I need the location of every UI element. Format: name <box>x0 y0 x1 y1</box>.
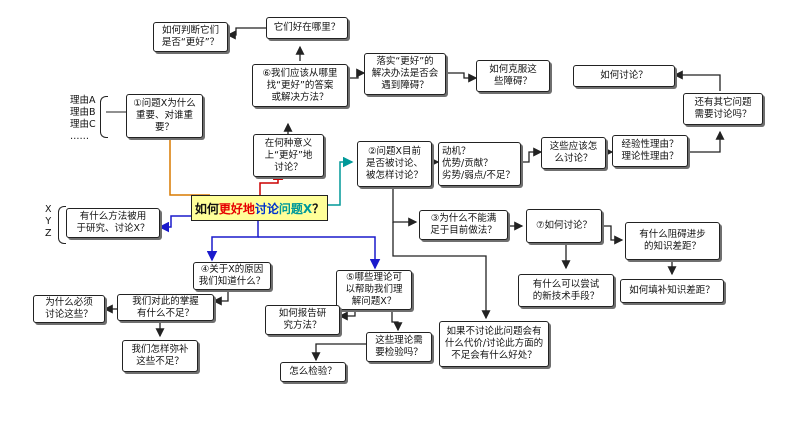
node-q7[interactable]: ⑦如何讨论？ <box>526 209 602 243</box>
link-q5-test <box>391 310 403 332</box>
node-where-better[interactable]: 它们好在哪里？ <box>266 17 348 39</box>
node-overcome[interactable]: 如何克服这 些障碍？ <box>476 60 550 92</box>
link-q2-cost <box>392 222 491 320</box>
node-q1[interactable]: ①问题X为什么 重要、对谁重 要？ <box>126 94 203 138</box>
node-how-discuss-top[interactable]: 如何讨论？ <box>573 65 675 87</box>
link-center-q2 <box>328 156 354 206</box>
link-other-howdiscuss <box>673 70 721 91</box>
central-question[interactable]: 如何更好地讨论问题X？ <box>191 195 328 221</box>
link-q7-obstacles <box>602 225 624 245</box>
node-fill-gap[interactable]: 如何填补知识差距？ <box>620 279 724 303</box>
node-meaning[interactable]: 在何种意义 上“更好”地 讨论？ <box>253 134 324 177</box>
node-implement[interactable]: 落实“更好”的 解决办法是否会 遇到障碍？ <box>364 53 446 95</box>
node-q3[interactable]: ③为什么不能满 足于目前做法？ <box>419 210 508 240</box>
center-part-3: 讨论 <box>254 201 279 216</box>
node-report[interactable]: 如何报告研 究方法？ <box>265 305 340 335</box>
link-q4-mastery <box>212 290 229 306</box>
node-how-these[interactable]: 这些应该怎 么讨论？ <box>541 137 606 169</box>
node-judge[interactable]: 如何判断它们 是否“更好”？ <box>153 22 228 52</box>
reasons-list-label: 理由A 理由B 理由C …… <box>70 95 96 142</box>
link-q6-implement <box>348 68 366 79</box>
center-part-2: 更好地 <box>218 201 255 216</box>
node-q4[interactable]: ④关于X的原因 我们知道什么？ <box>193 262 271 290</box>
node-reasons[interactable]: 经验性理由？ 理论性理由？ <box>612 135 688 167</box>
node-motive[interactable]: 动机？ 优势/贡献？ 劣势/弱点/不足？ <box>438 142 521 186</box>
node-how-test[interactable]: 怎么检验？ <box>280 362 346 382</box>
node-other-issues[interactable]: 还有其它问题 需要讨论吗？ <box>683 93 763 125</box>
link-reasons-other <box>688 130 725 153</box>
link-center-q4 <box>206 221 259 262</box>
node-cost[interactable]: 如果不讨论此问题会有 什么代价/讨论此方面的 不足会有什么好处？ <box>439 321 549 367</box>
node-q5[interactable]: ⑤哪些理论可 以帮助我们理 解问题X？ <box>336 270 412 310</box>
link-q2-q3 <box>392 187 418 227</box>
link-test-how <box>311 343 366 362</box>
node-methods[interactable]: 有什么方法被用 于研究、讨论X？ <box>66 208 160 238</box>
link-center-meaning <box>259 169 284 195</box>
link-center-methods <box>158 215 191 233</box>
link-motive-how <box>521 147 543 163</box>
node-why-must[interactable]: 为什么必须 讨论这些？ <box>33 295 105 323</box>
node-mastery[interactable]: 我们对此的掌握 有什么不足？ <box>117 294 214 321</box>
center-part-5: ？ <box>312 201 325 216</box>
reasons-bracket <box>100 96 108 138</box>
link-where-judge <box>226 27 266 40</box>
node-new-tech[interactable]: 有什么可以尝试 的新技术手段？ <box>518 274 614 307</box>
xyz-list-label: X Y Z <box>45 204 52 239</box>
node-remedy[interactable]: 我们怎样弥补 这些不足？ <box>122 340 198 372</box>
xyz-bracket <box>58 206 66 244</box>
link-implement-overcome <box>446 72 478 83</box>
node-q2[interactable]: ②问题X目前 是否被讨论、 被怎样讨论？ <box>357 141 432 187</box>
node-obstacles[interactable]: 有什么阻碍进步 的知识差距？ <box>625 222 720 260</box>
link-q5-report <box>338 310 356 321</box>
node-q6[interactable]: ⑥我们应该从哪里 找“更好”的答案 或解决方法？ <box>252 64 348 107</box>
link-center-q5 <box>258 236 381 270</box>
center-part-1: 如何 <box>194 201 219 216</box>
center-part-4: 问题X <box>278 201 313 216</box>
node-theories-test[interactable]: 这些理论需 要检验吗？ <box>366 332 432 362</box>
